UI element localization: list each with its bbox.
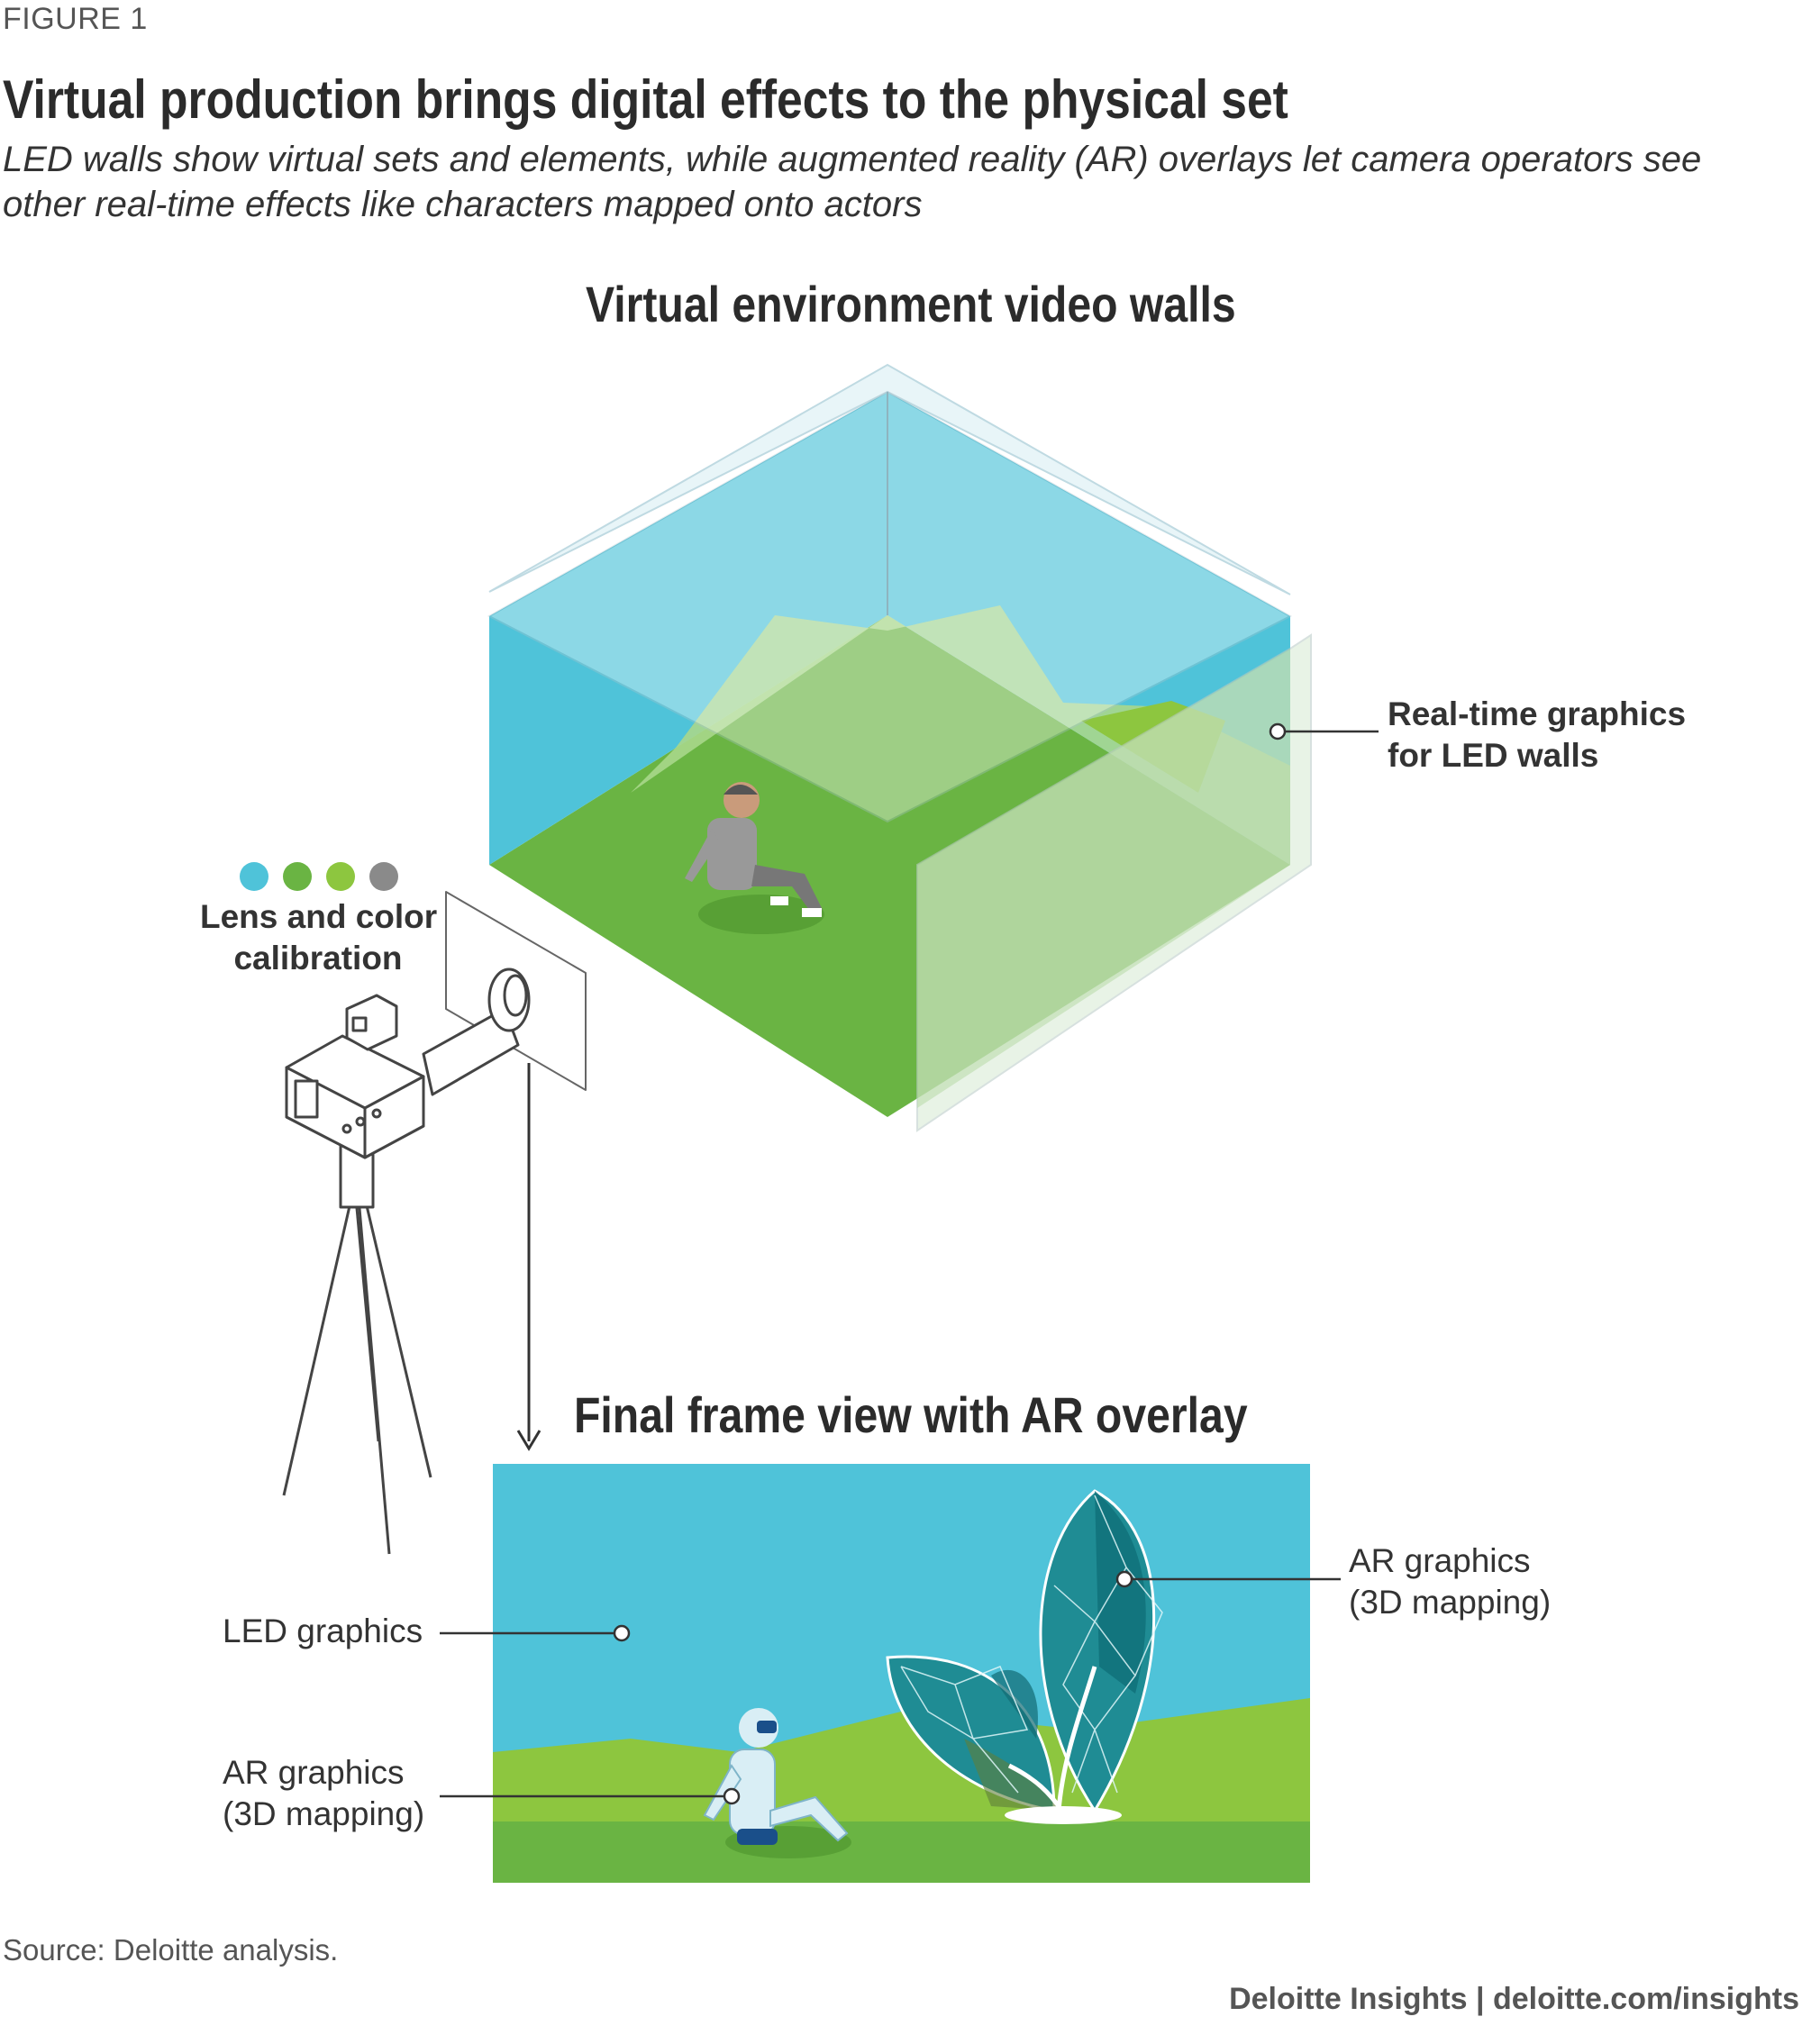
page-subtitle: LED walls show virtual sets and elements… [3, 140, 1702, 224]
final-frame [493, 1464, 1310, 1883]
frame-section-title: Final frame view with AR overlay [574, 1386, 1248, 1443]
ar-graphics-left-line1: AR graphics [223, 1754, 405, 1791]
page-title: Virtual production brings digital effect… [3, 69, 1288, 130]
figure-label: FIGURE 1 [3, 2, 148, 36]
calibration-dots [240, 862, 398, 891]
ar-graphics-right-label: AR graphics (3D mapping) [1349, 1540, 1551, 1623]
calibration-dot-green [283, 862, 312, 891]
lens-calibration-label: Lens and color calibration [200, 896, 438, 979]
calibration-dot-gray [369, 862, 398, 891]
callout-marker-led [613, 1624, 631, 1642]
camera-icon [282, 891, 587, 1555]
ar-graphics-right-line1: AR graphics [1349, 1542, 1531, 1579]
callout-marker-realtime [1269, 722, 1287, 740]
led-graphics-label: LED graphics [223, 1612, 423, 1649]
publisher-credit: Deloitte Insights | deloitte.com/insight… [1229, 1982, 1799, 2016]
callout-marker-ar-left [723, 1787, 741, 1805]
front-wall-glass [917, 649, 1290, 1108]
walls-section-title: Virtual environment video walls [586, 276, 1236, 332]
wall-ceiling [488, 363, 1291, 595]
callout-marker-ar-right [1115, 1570, 1133, 1588]
realtime-graphics-label: Real-time graphics for LED walls [1388, 694, 1686, 777]
led-wall-stage [487, 363, 1312, 1132]
lens-calibration-line1: Lens and color [200, 898, 438, 935]
ceiling-panel [487, 390, 1293, 823]
camera-to-frame-arrow [516, 1063, 542, 1451]
ar-leaf-sculpture [886, 1489, 1163, 1824]
ar-graphics-right-line2: (3D mapping) [1349, 1584, 1552, 1621]
leader-lines [440, 722, 1379, 1805]
virtual-hills [631, 605, 1290, 865]
left-led-wall [489, 392, 887, 865]
source-note: Source: Deloitte analysis. [3, 1933, 339, 1967]
realtime-graphics-line2: for LED walls [1388, 737, 1599, 774]
ar-robot-figure [703, 1708, 851, 1858]
calibration-dot-cyan [240, 862, 268, 891]
ar-graphics-left-label: AR graphics (3D mapping) [223, 1752, 424, 1835]
frame-foreground [493, 1821, 1310, 1883]
calibration-dot-lime [326, 862, 355, 891]
actor-figure [685, 782, 824, 934]
realtime-graphics-line1: Real-time graphics [1388, 695, 1687, 732]
lens-calibration-line2: calibration [233, 940, 403, 977]
ar-graphics-left-line2: (3D mapping) [223, 1795, 425, 1832]
